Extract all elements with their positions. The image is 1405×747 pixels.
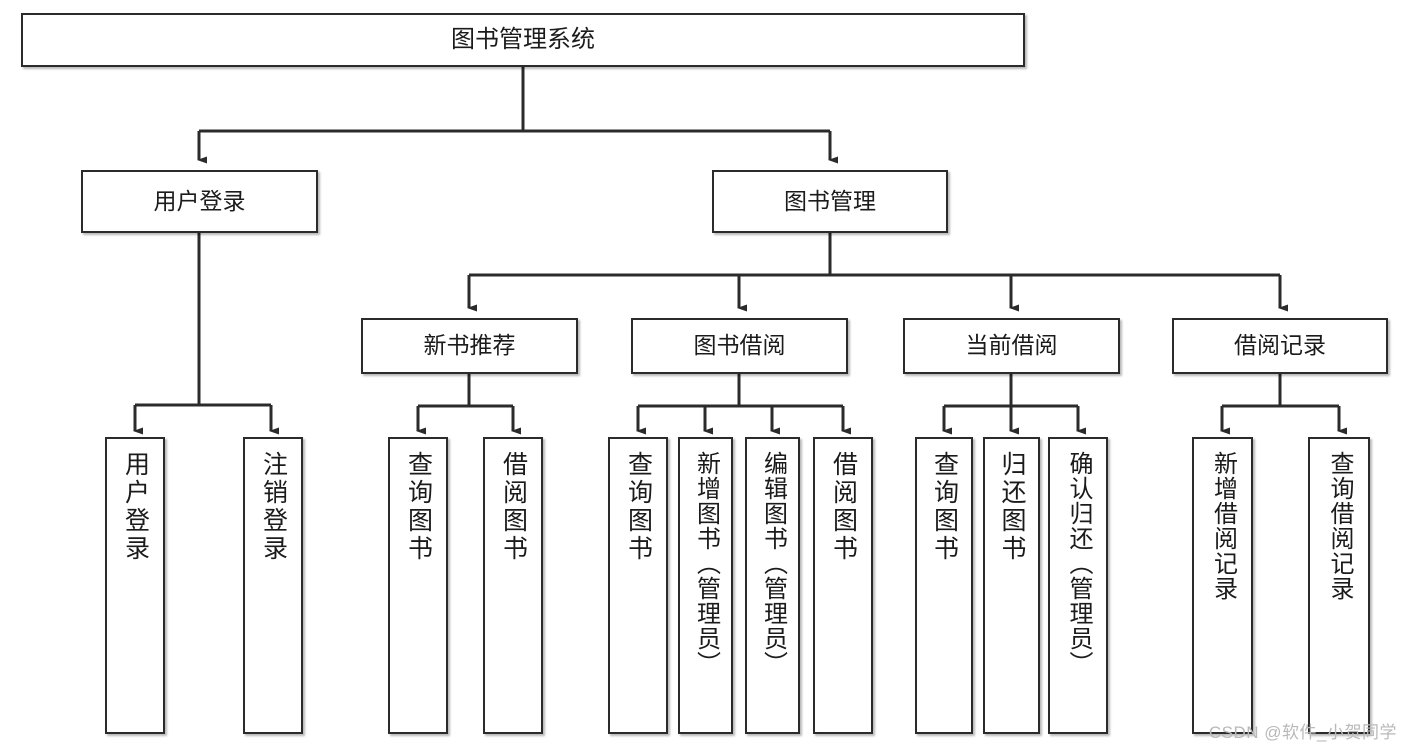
node-leaf-borrow-book-2[interactable]: 借阅图书 <box>813 437 873 734</box>
node-leaf-logout-login[interactable]: 注销登录 <box>243 437 303 734</box>
node-new-book-recommend-label: 新书推荐 <box>423 332 516 359</box>
node-book-borrow[interactable]: 图书借阅 <box>631 318 848 374</box>
node-leaf-borrow-book-1-label: 借阅图书 <box>499 451 528 563</box>
node-leaf-query-borrow-record-label: 查询借阅记录 <box>1326 451 1353 601</box>
node-book-manage[interactable]: 图书管理 <box>712 170 948 233</box>
node-leaf-borrow-book-2-label: 借阅图书 <box>829 451 858 563</box>
node-leaf-borrow-book-1[interactable]: 借阅图书 <box>483 437 543 734</box>
node-user-login[interactable]: 用户登录 <box>81 170 318 233</box>
node-leaf-logout-login-label: 注销登录 <box>259 451 288 563</box>
node-leaf-confirm-return[interactable]: 确认归还（管理员） <box>1048 437 1108 734</box>
node-book-borrow-label: 图书借阅 <box>693 332 786 359</box>
node-current-borrow-label: 当前借阅 <box>965 332 1058 359</box>
node-root[interactable]: 图书管理系统 <box>21 13 1025 67</box>
csdn-watermark: CSDN @软件_小贺同学 <box>1208 723 1397 742</box>
node-leaf-query-book-1[interactable]: 查询图书 <box>388 437 448 734</box>
node-leaf-edit-book-label: 编辑图书（管理员） <box>759 451 787 676</box>
node-root-label: 图书管理系统 <box>451 25 595 53</box>
node-borrow-record[interactable]: 借阅记录 <box>1172 318 1388 374</box>
node-book-manage-label: 图书管理 <box>784 187 876 214</box>
node-current-borrow[interactable]: 当前借阅 <box>903 318 1120 374</box>
node-leaf-return-book[interactable]: 归还图书 <box>983 437 1040 734</box>
node-leaf-add-book[interactable]: 新增图书（管理员） <box>678 437 733 734</box>
node-leaf-query-book-3-label: 查询图书 <box>930 451 959 563</box>
node-leaf-add-borrow-record-label: 新增借阅记录 <box>1209 451 1237 601</box>
node-borrow-record-label: 借阅记录 <box>1234 332 1326 359</box>
node-leaf-query-book-1-label: 查询图书 <box>404 451 433 563</box>
node-user-login-label: 用户登录 <box>153 187 246 214</box>
node-leaf-user-login[interactable]: 用户登录 <box>105 437 165 734</box>
node-leaf-confirm-return-label: 确认归还（管理员） <box>1065 451 1092 676</box>
node-leaf-query-book-2[interactable]: 查询图书 <box>608 437 668 734</box>
node-leaf-query-borrow-record[interactable]: 查询借阅记录 <box>1308 437 1370 734</box>
node-leaf-add-borrow-record[interactable]: 新增借阅记录 <box>1192 437 1253 734</box>
node-leaf-query-book-2-label: 查询图书 <box>624 451 653 563</box>
node-leaf-edit-book[interactable]: 编辑图书（管理员） <box>745 437 800 734</box>
node-new-book-recommend[interactable]: 新书推荐 <box>361 318 578 374</box>
node-leaf-add-book-label: 新增图书（管理员） <box>692 451 720 676</box>
node-leaf-query-book-3[interactable]: 查询图书 <box>915 437 973 734</box>
node-leaf-return-book-label: 归还图书 <box>998 451 1026 563</box>
node-leaf-user-login-label: 用户登录 <box>121 451 150 563</box>
